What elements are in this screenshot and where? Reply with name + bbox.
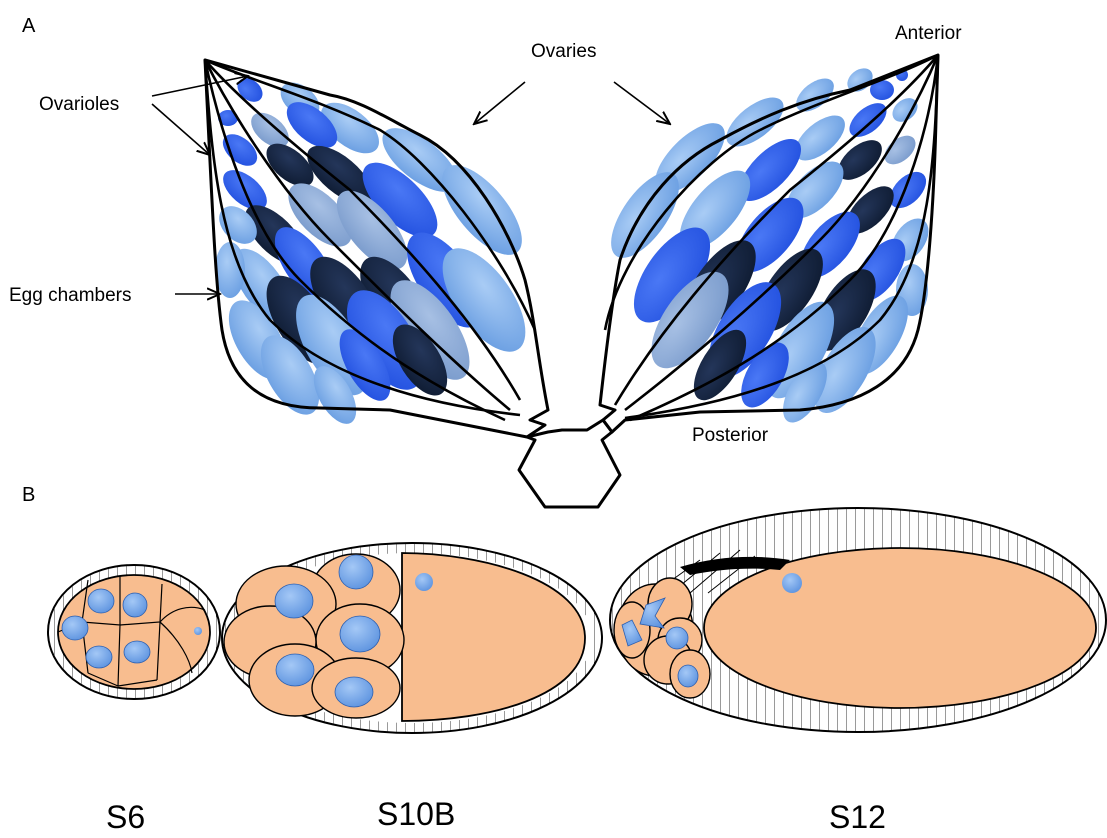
egg-chamber-s10b bbox=[222, 543, 602, 733]
label-anterior: Anterior bbox=[895, 23, 962, 44]
ovarioles-arrow-lower bbox=[152, 104, 210, 155]
stage-label-s12: S12 bbox=[829, 799, 886, 835]
stage-label-s6: S6 bbox=[106, 799, 145, 835]
egg-chamber-s12 bbox=[610, 508, 1106, 732]
ovaries-arrow-right bbox=[614, 82, 670, 124]
nurse-cell-nucleus bbox=[88, 589, 114, 613]
egg-chamber-s6 bbox=[48, 565, 220, 699]
ovaries-arrow-left bbox=[474, 82, 525, 124]
label-posterior: Posterior bbox=[692, 425, 769, 446]
nurse-cell-nucleus bbox=[86, 646, 112, 668]
ovarioles-arrow-upper bbox=[152, 76, 248, 96]
oocyte-nucleus bbox=[415, 573, 433, 591]
panel-a-label: A bbox=[22, 15, 36, 37]
right-ovary-egg-chambers bbox=[598, 64, 936, 430]
nurse-cell-nucleus bbox=[62, 616, 88, 640]
panel-b-label: B bbox=[22, 484, 35, 506]
oocyte-nucleus bbox=[194, 627, 202, 635]
left-ovary bbox=[205, 60, 548, 437]
oocyte-nucleus bbox=[782, 573, 802, 593]
label-ovarioles: Ovarioles bbox=[39, 94, 119, 115]
nurse-cell-nucleus bbox=[124, 641, 150, 663]
label-ovaries: Ovaries bbox=[531, 41, 596, 62]
stage-label-s10b: S10B bbox=[377, 796, 455, 832]
right-ovary bbox=[598, 55, 938, 432]
nurse-cell-nucleus bbox=[123, 593, 147, 617]
label-egg-chambers: Egg chambers bbox=[9, 285, 132, 306]
panel-a: A bbox=[9, 15, 962, 507]
panel-b: B bbox=[22, 484, 1106, 835]
